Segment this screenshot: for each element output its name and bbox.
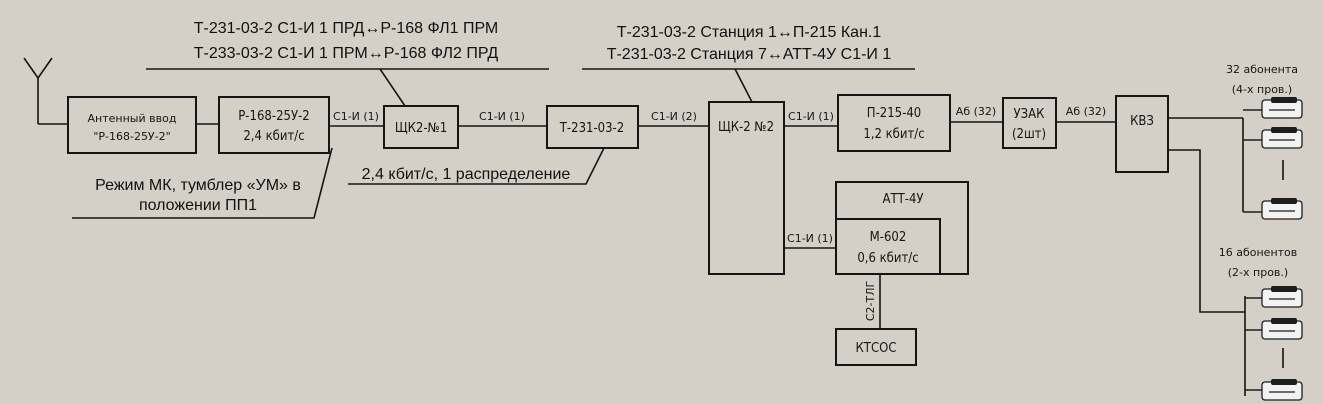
- telephone-icon: [1261, 286, 1303, 308]
- wire-kvz-to-group2: [1168, 149, 1245, 313]
- p215-label-line2: 1,2 кбит/с: [863, 127, 924, 142]
- note-top-left-pointer: [379, 68, 406, 107]
- uzak-label-line1: УЗАК: [1014, 107, 1046, 122]
- note-top-right-pointer: [734, 68, 753, 103]
- uzak-label-line2: (2шт): [1012, 127, 1046, 142]
- shk2-2-block: [708, 101, 785, 275]
- t231-block: [546, 105, 639, 149]
- link-label-t231-shk2-2: С1-И (2): [651, 110, 697, 123]
- link-label-shk2-2-m602: С1-И (1): [787, 232, 833, 245]
- note-mk-line1: Режим МК, тумблер «УМ» в: [95, 177, 301, 194]
- note-distribution: 2,4 кбит/с, 1 распределение: [362, 166, 571, 183]
- telephone-icon: [1261, 198, 1303, 220]
- group2-wire-label: (2-х пров.): [1228, 266, 1288, 279]
- note-top-left-line2: Т-233-03-2 С1-И 1 ПРМ↔Р-168 ФЛ2 ПРД: [194, 45, 499, 62]
- kvz-block: [1115, 95, 1169, 173]
- link-label-m602-ktsos: С2-ТЛГ: [864, 281, 877, 322]
- antenna-input-block: [67, 96, 197, 154]
- group1-wire-label: (4-х пров.): [1232, 83, 1292, 96]
- p215-block: [837, 94, 951, 152]
- antenna-input-label-line1: Антенный ввод: [88, 112, 177, 125]
- telephone-icon: [1261, 97, 1303, 119]
- note-top-right-line1: Т-231-03-2 Станция 1↔П-215 Кан.1: [617, 24, 882, 41]
- note-mk-line2: положении ПП1: [139, 197, 257, 214]
- m602-label-line2: 0,6 кбит/с: [857, 251, 918, 266]
- group1-count-label: 32 абонента: [1226, 63, 1298, 76]
- r168-label-line2: 2,4 кбит/с: [243, 129, 304, 144]
- note-top-left-line1: Т-231-03-2 С1-И 1 ПРД↔Р-168 ФЛ1 ПРМ: [194, 20, 499, 37]
- t231-label: Т-231-03-2: [559, 121, 624, 136]
- link-label-r168-shk2-1: С1-И (1): [333, 110, 379, 123]
- r168-label-line1: Р-168-25У-2: [238, 109, 309, 124]
- link-label-shk2-2-p215: С1-И (1): [788, 110, 834, 123]
- note-top-right-line2: Т-231-03-2 Станция 7↔АТТ-4У С1-И 1: [607, 46, 892, 63]
- shk2-1-block: [383, 105, 459, 149]
- antenna-input-label-line2: "Р-168-25У-2": [93, 130, 170, 143]
- note-distribution-leader: [348, 147, 605, 185]
- telephone-icon: [1261, 379, 1303, 401]
- link-label-shk2-1-t231: С1-И (1): [479, 110, 525, 123]
- note-mk-leader: [72, 147, 333, 219]
- link-label-uzak-kvz: Аб (32): [1066, 105, 1106, 118]
- m602-label-line1: М-602: [870, 230, 907, 245]
- uzak-block: [1002, 97, 1057, 149]
- ktsos-label: КТСОС: [856, 341, 897, 356]
- group2-count-label: 16 абонентов: [1219, 246, 1298, 259]
- r168-block: [218, 96, 330, 154]
- telephone-icon: [1261, 318, 1303, 340]
- ktsos-block: [835, 328, 917, 366]
- m602-block: [835, 218, 941, 275]
- p215-label-line1: П-215-40: [867, 106, 921, 121]
- link-label-p215-uzak: Аб (32): [956, 105, 996, 118]
- shk2-2-label: ЩК-2 №2: [718, 120, 774, 135]
- antenna-icon: [23, 57, 68, 125]
- shk2-1-label: ЩК2-№1: [395, 121, 447, 136]
- telephone-icon: [1261, 127, 1303, 149]
- att4u-label: АТТ-4У: [882, 192, 923, 207]
- kvz-label: КВЗ: [1130, 114, 1154, 129]
